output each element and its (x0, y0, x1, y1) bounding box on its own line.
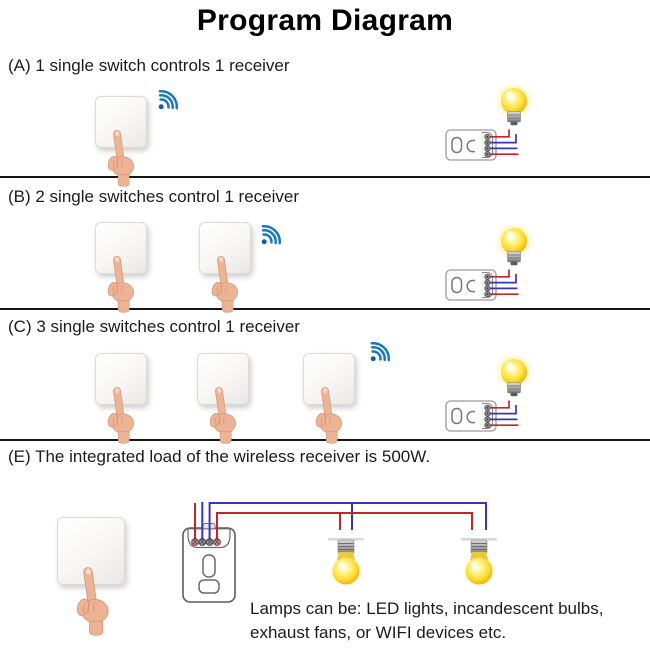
wifi-icon (368, 339, 393, 364)
pointing-hand-icon (208, 255, 248, 313)
lamps-caption: Lamps can be: LED lights, incandescent b… (250, 597, 603, 645)
receiver-and-bulb-graphic (445, 225, 565, 307)
wifi-icon (259, 222, 284, 247)
pointing-hand-icon (104, 255, 144, 313)
section-a-label: (A) 1 single switch controls 1 receiver (8, 56, 290, 75)
receiver-and-bulb-graphic (445, 85, 565, 167)
wireless-wall-switch (95, 353, 147, 405)
pointing-hand-icon (73, 566, 120, 636)
section-e-label: (E) The integrated load of the wireless … (8, 447, 431, 466)
receiver-and-bulb-graphic (445, 356, 565, 438)
pointing-hand-icon (104, 386, 144, 444)
lamps-caption-line2: exhaust fans, or WIFI devices etc. (250, 623, 507, 642)
light-bulb-icon (324, 538, 368, 594)
section-b-label: (B) 2 single switches control 1 receiver (8, 187, 300, 206)
pointing-hand-icon (206, 386, 246, 444)
page-title: Program Diagram (196, 4, 454, 37)
pointing-hand-icon (104, 129, 144, 187)
pointing-hand-icon (312, 386, 352, 444)
section-divider-2 (0, 308, 650, 310)
section-divider-3 (0, 439, 650, 441)
lamp-wiring-diagram (194, 502, 487, 540)
lamps-caption-line1: Lamps can be: LED lights, incandescent b… (250, 599, 604, 618)
light-bulb-icon (457, 538, 501, 594)
section-c-label: (C) 3 single switches control 1 receiver (8, 317, 300, 336)
wifi-icon (156, 87, 181, 112)
section-divider-1 (0, 176, 650, 178)
